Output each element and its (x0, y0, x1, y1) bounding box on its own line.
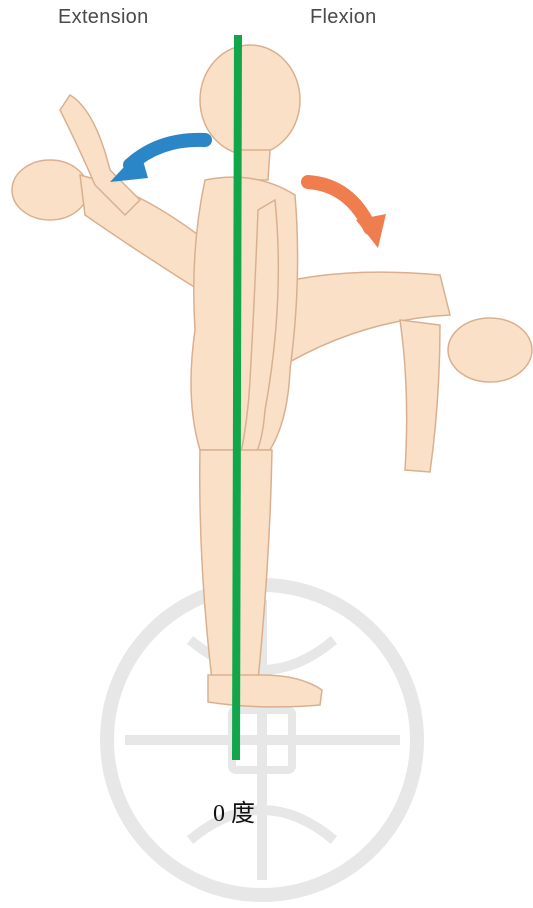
zero-degree-label: 0 度 (213, 793, 255, 828)
curved-arrow-left-icon (110, 140, 205, 182)
zero-degree-midline (236, 35, 238, 760)
flexion-label: Flexion (310, 6, 377, 29)
extension-figure (12, 95, 215, 300)
extension-label: Extension (58, 6, 149, 29)
curved-arrow-down-icon (308, 182, 386, 248)
standing-figure (191, 45, 322, 707)
